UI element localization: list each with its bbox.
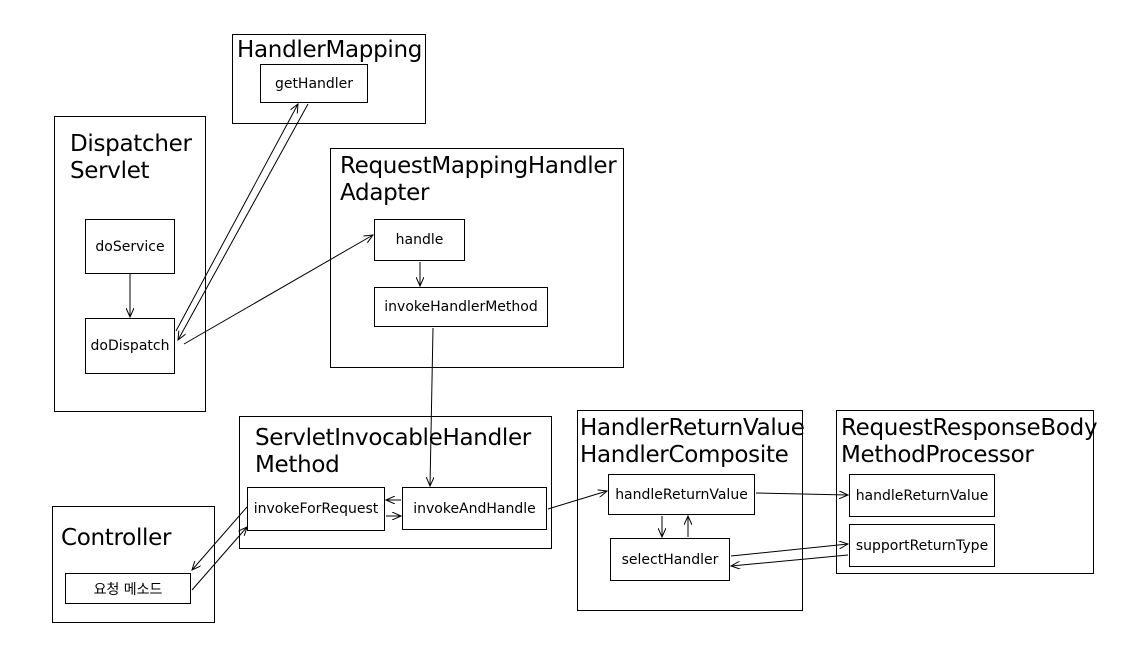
request-response-body-method-processor-component: RequestResponseBody MethodProcessor [836,410,1098,574]
arrow-dodispatch-to-handle [183,235,373,345]
do-service-method: doService [85,219,175,274]
invoke-and-handle-method: invokeAndHandle [402,487,547,530]
select-handler-method: selectHandler [610,538,730,581]
arrow-gethandler-to-dodispatch [178,103,309,340]
processor-handle-return-value-method: handleReturnValue [849,474,995,517]
request-mapping-handler-adapter-title: RequestMappingHandler Adapter [340,153,617,206]
handle-method: handle [374,219,465,261]
invoke-for-request-method: invokeForRequest [247,487,385,531]
do-dispatch-method: doDispatch [85,318,175,374]
invoke-handler-method-method: invokeHandlerMethod [374,287,548,327]
controller-title: Controller [61,525,172,551]
arrow-dodispatch-to-gethandler [175,104,298,332]
dispatcher-servlet-title: Dispatcher Servlet [70,131,192,184]
arrow-supportreturntype-to-selecthandler [731,554,849,566]
arrow-invokeandhandle-to-handlereturnvalue [547,491,607,510]
arrow-invokeforrequest-to-controller [192,506,248,570]
arrow-controller-to-invokeforrequest [191,527,247,591]
get-handler-method: getHandler [260,64,368,103]
support-return-type-method: supportReturnType [849,524,995,567]
arrow-selecthandler-to-supportreturntype [730,544,848,557]
composite-handle-return-value-method: handleReturnValue [608,474,755,515]
handler-mapping-title: HandlerMapping [237,37,423,63]
arrow-invokehandlermethod-to-invokeandhandle [430,327,433,486]
request-mapping-handler-adapter-component: RequestMappingHandler Adapter [330,148,624,368]
handler-return-value-handler-composite-title: HandlerReturnValue HandlerComposite [580,415,805,468]
request-response-body-method-processor-title: RequestResponseBody MethodProcessor [841,415,1098,468]
arrow-handlereturnvalue-to-processor [755,493,848,495]
servlet-invocable-handler-method-title: ServletInvocableHandler Method [255,425,531,478]
request-method: 요청 메소드 [65,573,191,604]
